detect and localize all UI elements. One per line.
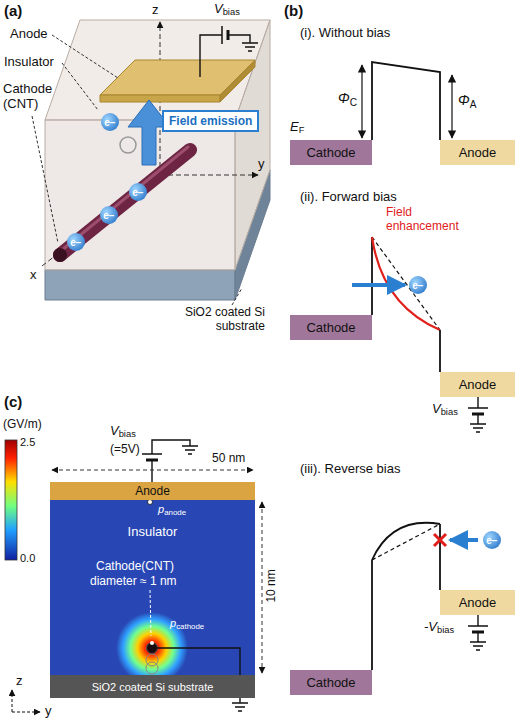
axis-label: x xyxy=(30,268,37,283)
colorbar-tick: 0.0 xyxy=(20,552,35,565)
voltage-label: -Vbias xyxy=(424,620,454,636)
annotation: Field enhancement xyxy=(386,206,468,234)
node-text: e− xyxy=(103,210,114,221)
electron: e− xyxy=(100,206,118,224)
fermi-level-label: EF xyxy=(290,120,304,136)
node-text: e− xyxy=(70,237,81,248)
node-text: SiO2 coated Si substrate xyxy=(92,681,214,693)
work-function-label: ΦC xyxy=(338,90,357,108)
anode-layer: Anode xyxy=(50,482,255,500)
node-text: e− xyxy=(104,117,115,128)
voltage-label: Vbias xyxy=(110,424,136,440)
electron: e− xyxy=(101,113,119,131)
colorbar-unit: (GV/m) xyxy=(3,418,42,432)
node-text: Field emission xyxy=(169,114,252,128)
electron: e− xyxy=(409,276,427,294)
node-text: Cathode xyxy=(306,145,355,160)
voltage-label: Vbias xyxy=(214,2,240,18)
node-text: e− xyxy=(412,280,423,291)
dimension: 10 nm xyxy=(265,566,279,606)
node-text: Anode xyxy=(459,595,497,610)
voltage-label: Vbias xyxy=(432,402,458,418)
subpanel-title: (ii). Forward bias xyxy=(300,190,397,205)
cathode-bar: Cathode xyxy=(290,140,372,165)
voltage-value: (=5V) xyxy=(110,443,140,457)
cathode-bar: Cathode xyxy=(290,670,372,695)
electron: e− xyxy=(67,233,85,251)
probe-label: panode xyxy=(158,503,186,517)
part-label: Insulator xyxy=(4,55,54,70)
cathode-bar: Cathode xyxy=(290,315,372,340)
node-text: Anode xyxy=(459,377,497,392)
colorbar-tick: 2.5 xyxy=(20,436,35,449)
axis-label: z xyxy=(16,674,23,689)
axis-label: y xyxy=(258,157,265,172)
node-text: Anode xyxy=(459,145,497,160)
part-label: Cathode (CNT) xyxy=(3,82,59,112)
panel-label: (a) xyxy=(4,2,22,19)
electron: e− xyxy=(129,183,147,201)
subpanel-title: (iii). Reverse bias xyxy=(300,462,400,477)
axis-label: y xyxy=(45,704,52,719)
part-label: SiO2 coated Si substrate xyxy=(150,306,265,334)
panel-label: (c) xyxy=(4,393,22,410)
panel-label: (b) xyxy=(284,2,303,19)
node-text: Anode xyxy=(135,484,170,498)
part-label: Anode xyxy=(10,27,48,42)
electron: e− xyxy=(483,531,501,549)
node-text: Insulator xyxy=(128,524,178,539)
device-3d xyxy=(32,20,270,305)
work-function-label: ΦA xyxy=(458,92,476,110)
part-label: diameter ≈ 1 nm xyxy=(90,575,177,589)
emission-callout: Field emission xyxy=(162,110,259,132)
subpanel-title: (i). Without bias xyxy=(300,26,390,41)
axis-label: z xyxy=(152,3,159,18)
node-text: Cathode xyxy=(306,675,355,690)
dimension: 50 nm xyxy=(212,452,245,466)
anode-bar: Anode xyxy=(440,372,515,397)
anode-bar: Anode xyxy=(440,140,515,165)
node-text: e− xyxy=(132,187,143,198)
anode-bar: Anode xyxy=(440,590,515,615)
node-text: Cathode xyxy=(306,320,355,335)
node-text: e− xyxy=(486,535,497,546)
part-label: Cathode(CNT) xyxy=(96,560,174,574)
probe-label: pcathode xyxy=(170,617,204,631)
field-map xyxy=(5,440,262,712)
substrate-layer: SiO2 coated Si substrate xyxy=(50,675,255,698)
